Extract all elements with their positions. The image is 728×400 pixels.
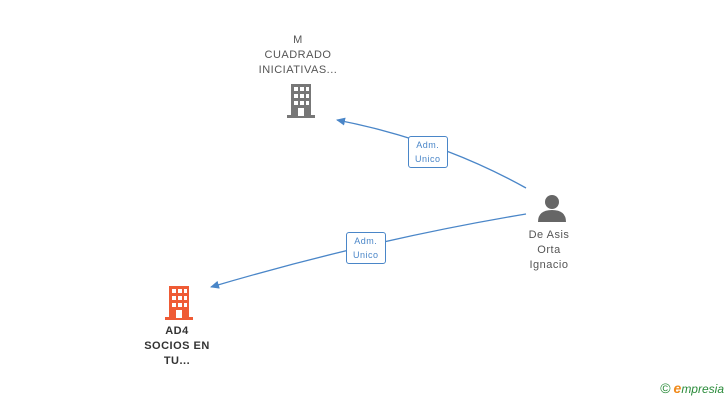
company-name-line: AD4	[165, 325, 189, 337]
company-node-bottom[interactable]: AD4 SOCIOS EN TU...	[117, 324, 237, 369]
edge-label-text: Unico	[415, 154, 441, 164]
person-node[interactable]: De Asis Orta Ignacio	[499, 228, 599, 273]
brand-name: mpresia	[681, 382, 724, 396]
edge-label-text: Adm.	[354, 236, 378, 246]
person-name-line: Ignacio	[529, 259, 569, 271]
company-node-top[interactable]: M CUADRADO INICIATIVAS...	[238, 33, 358, 78]
brand-initial: e	[673, 380, 682, 396]
edge-label-top: Adm. Unico	[408, 136, 448, 168]
company-name-line: CUADRADO	[264, 49, 332, 61]
person-name-line: Orta	[537, 244, 561, 256]
empresia-logo: ©empresia	[660, 380, 724, 396]
company-name-line: SOCIOS EN	[144, 340, 210, 352]
edge-label-text: Unico	[353, 250, 379, 260]
edge-label-text: Adm.	[416, 140, 440, 150]
building-icon	[163, 286, 195, 325]
edge-label-bottom: Adm. Unico	[346, 232, 386, 264]
person-name-line: De Asis	[528, 229, 570, 241]
person-icon	[537, 193, 567, 228]
company-name-line: TU...	[163, 355, 191, 367]
copyright-icon: ©	[660, 380, 671, 396]
building-icon	[285, 84, 317, 123]
company-name-line: INICIATIVAS...	[258, 64, 338, 76]
company-name-line: M	[293, 34, 303, 46]
